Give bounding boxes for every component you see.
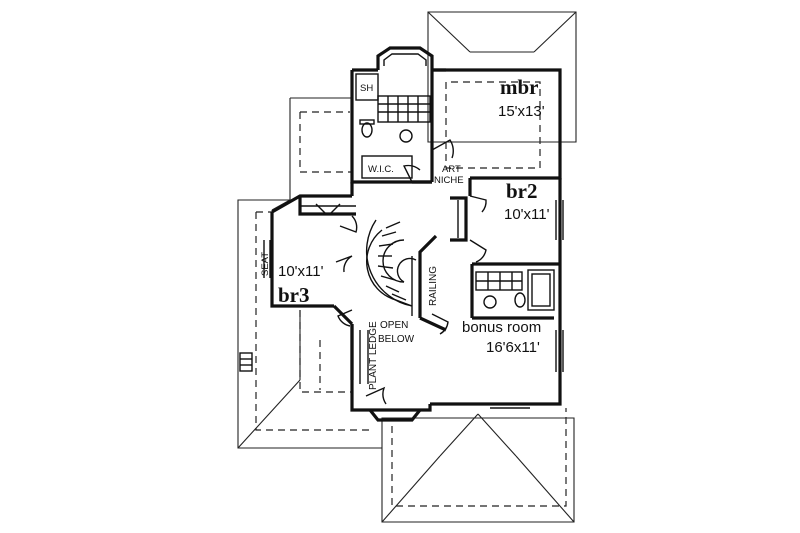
br3-size: 10'x11' (278, 263, 324, 280)
mbr-name: mbr (500, 75, 539, 99)
shower-label: SH (360, 83, 373, 94)
bath-fixtures (355, 73, 526, 309)
annotations: SH W.I.C. ART NICHE SEAT RAILING PLANT L… (260, 83, 464, 390)
doors (315, 139, 487, 405)
br3-name: br3 (278, 283, 310, 307)
seat-label: SEAT (260, 252, 271, 276)
br2-name: br2 (506, 179, 538, 203)
bonus-room-size: 16'6x11' (486, 339, 540, 356)
open-label: OPEN (380, 320, 408, 331)
room-labels: mbr 15'x13' br2 10'x11' 10'x11' br3 bonu… (278, 75, 550, 356)
br2-size: 10'x11' (504, 206, 550, 223)
walls (263, 46, 564, 422)
mbr-size: 15'x13' (498, 103, 545, 120)
below-label: BELOW (378, 334, 415, 345)
niche-label: NICHE (434, 175, 464, 186)
dashed-lines (255, 81, 567, 507)
spiral-staircase (365, 219, 417, 307)
bonus-room-name: bonus room (462, 319, 541, 336)
plant-ledge-label: PLANT LEDGE (368, 321, 379, 390)
art-label: ART (442, 164, 461, 175)
wic-label: W.I.C. (368, 164, 394, 175)
roof-outlines (237, 11, 577, 523)
railing-label: RAILING (428, 266, 439, 306)
